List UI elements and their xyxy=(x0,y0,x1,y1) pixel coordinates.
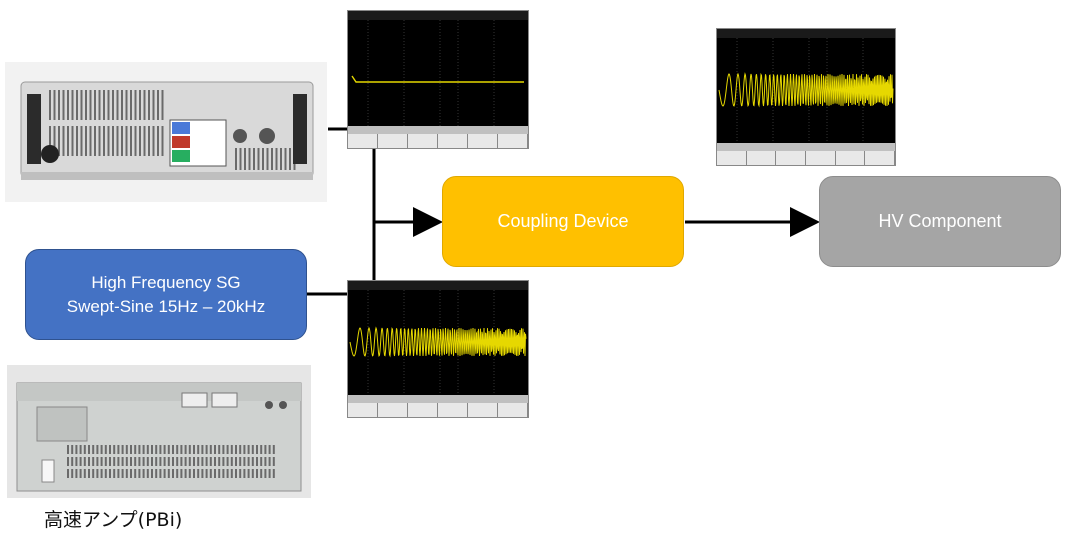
signal-generator-block: High Frequency SG Swept-Sine 15Hz – 20kH… xyxy=(25,249,307,340)
amplifier-caption: 高速アンプ(PBi) xyxy=(44,509,183,531)
coupling-device-block: Coupling Device xyxy=(442,176,684,267)
coupling-device-label: Coupling Device xyxy=(497,211,629,231)
signal-generator-line1: High Frequency SG xyxy=(91,272,241,292)
hv-component-label: HV Component xyxy=(878,211,1002,231)
oscilloscope-sweep-trace-output xyxy=(716,28,896,166)
oscilloscope-sweep-trace-input xyxy=(347,280,529,418)
hv-component-block: HV Component xyxy=(819,176,1061,267)
oscilloscope-dc-trace xyxy=(347,10,529,149)
amplifier-image xyxy=(7,365,311,498)
signal-generator-line2: Swept-Sine 15Hz – 20kHz xyxy=(66,296,266,316)
dc-power-supply-image xyxy=(5,62,327,202)
